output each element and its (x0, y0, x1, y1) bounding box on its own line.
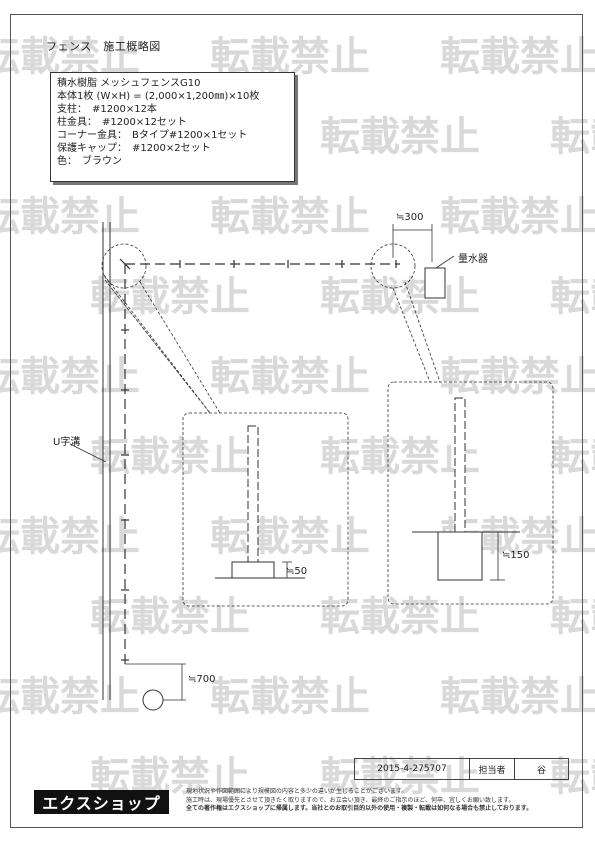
person-name: 谷 (536, 765, 546, 776)
note-line-3: 全ての著作権はエクスショップに帰属します。当社とのお取引目的以外の使用・複製・転… (186, 805, 533, 812)
post-ticks-vertical (121, 329, 129, 661)
page-title: フェンス 施工概略図 (46, 40, 161, 53)
drain-circle (142, 689, 164, 711)
drawing-frame (10, 14, 583, 828)
dim-50-label: ≒50 (286, 566, 308, 577)
detail-box-corner (182, 412, 349, 607)
dim-150-label: ≒150 (502, 550, 530, 561)
doc-number: 2015-4-275707 (355, 759, 470, 779)
person-label: 担当者 (470, 759, 515, 779)
spec-line-product: 積水樹脂 メッシュフェンスG10 (57, 78, 201, 89)
post-corner (247, 425, 259, 563)
spec-line-caps: 保護キャップ： #1200×2セット (57, 143, 211, 154)
corner-bracket-mark (119, 258, 131, 270)
title-block: 2015-4-275707 担当者 谷 (354, 758, 569, 780)
u-ditch-label: U字溝 (53, 437, 81, 448)
footing-end (437, 531, 483, 581)
note-line-1: 現地状況や作図範囲により規模図の内容と多少の違いが生じることがございます。 (186, 788, 408, 795)
spec-box: 積水樹脂 メッシュフェンスG10 本体1枚 (W×H) = (2,000×1,2… (50, 72, 295, 182)
spec-line-panels: 本体1枚 (W×H) = (2,000×1,200㎜)×10枚 (57, 91, 260, 102)
post-end (454, 397, 466, 533)
footing-corner (231, 561, 275, 579)
leader-corner (104, 279, 211, 414)
dim-700-label: ≒700 (188, 674, 216, 685)
water-meter-box (424, 267, 446, 299)
company-logo: エクスショップ (34, 790, 169, 814)
water-meter-label: 量水器 (458, 254, 488, 265)
spec-line-posts: 支柱： #1200×12本 (57, 104, 157, 115)
note-line-2: 施工時は、現場優先とさせて頂きたく取りますので、お立会い頂き、最終のご指示のほど… (186, 796, 515, 804)
dim-300-label: ≒300 (396, 212, 424, 223)
spec-line-post-brackets: 柱金具： #1200×12セット (57, 117, 187, 128)
post-ticks-horizontal (179, 260, 397, 268)
footer-notes: 現地状況や作図範囲により規模図の内容と多少の違いが生じることがございます。 施工… (186, 788, 566, 814)
spec-line-corner-brackets: コーナー金具： Bタイプ#1200×1セット (57, 130, 248, 141)
detail-circle-end (370, 243, 416, 289)
detail-box-end (387, 381, 554, 605)
spec-line-color: 色： ブラウン (57, 156, 122, 167)
detail-circle-corner (101, 243, 147, 289)
